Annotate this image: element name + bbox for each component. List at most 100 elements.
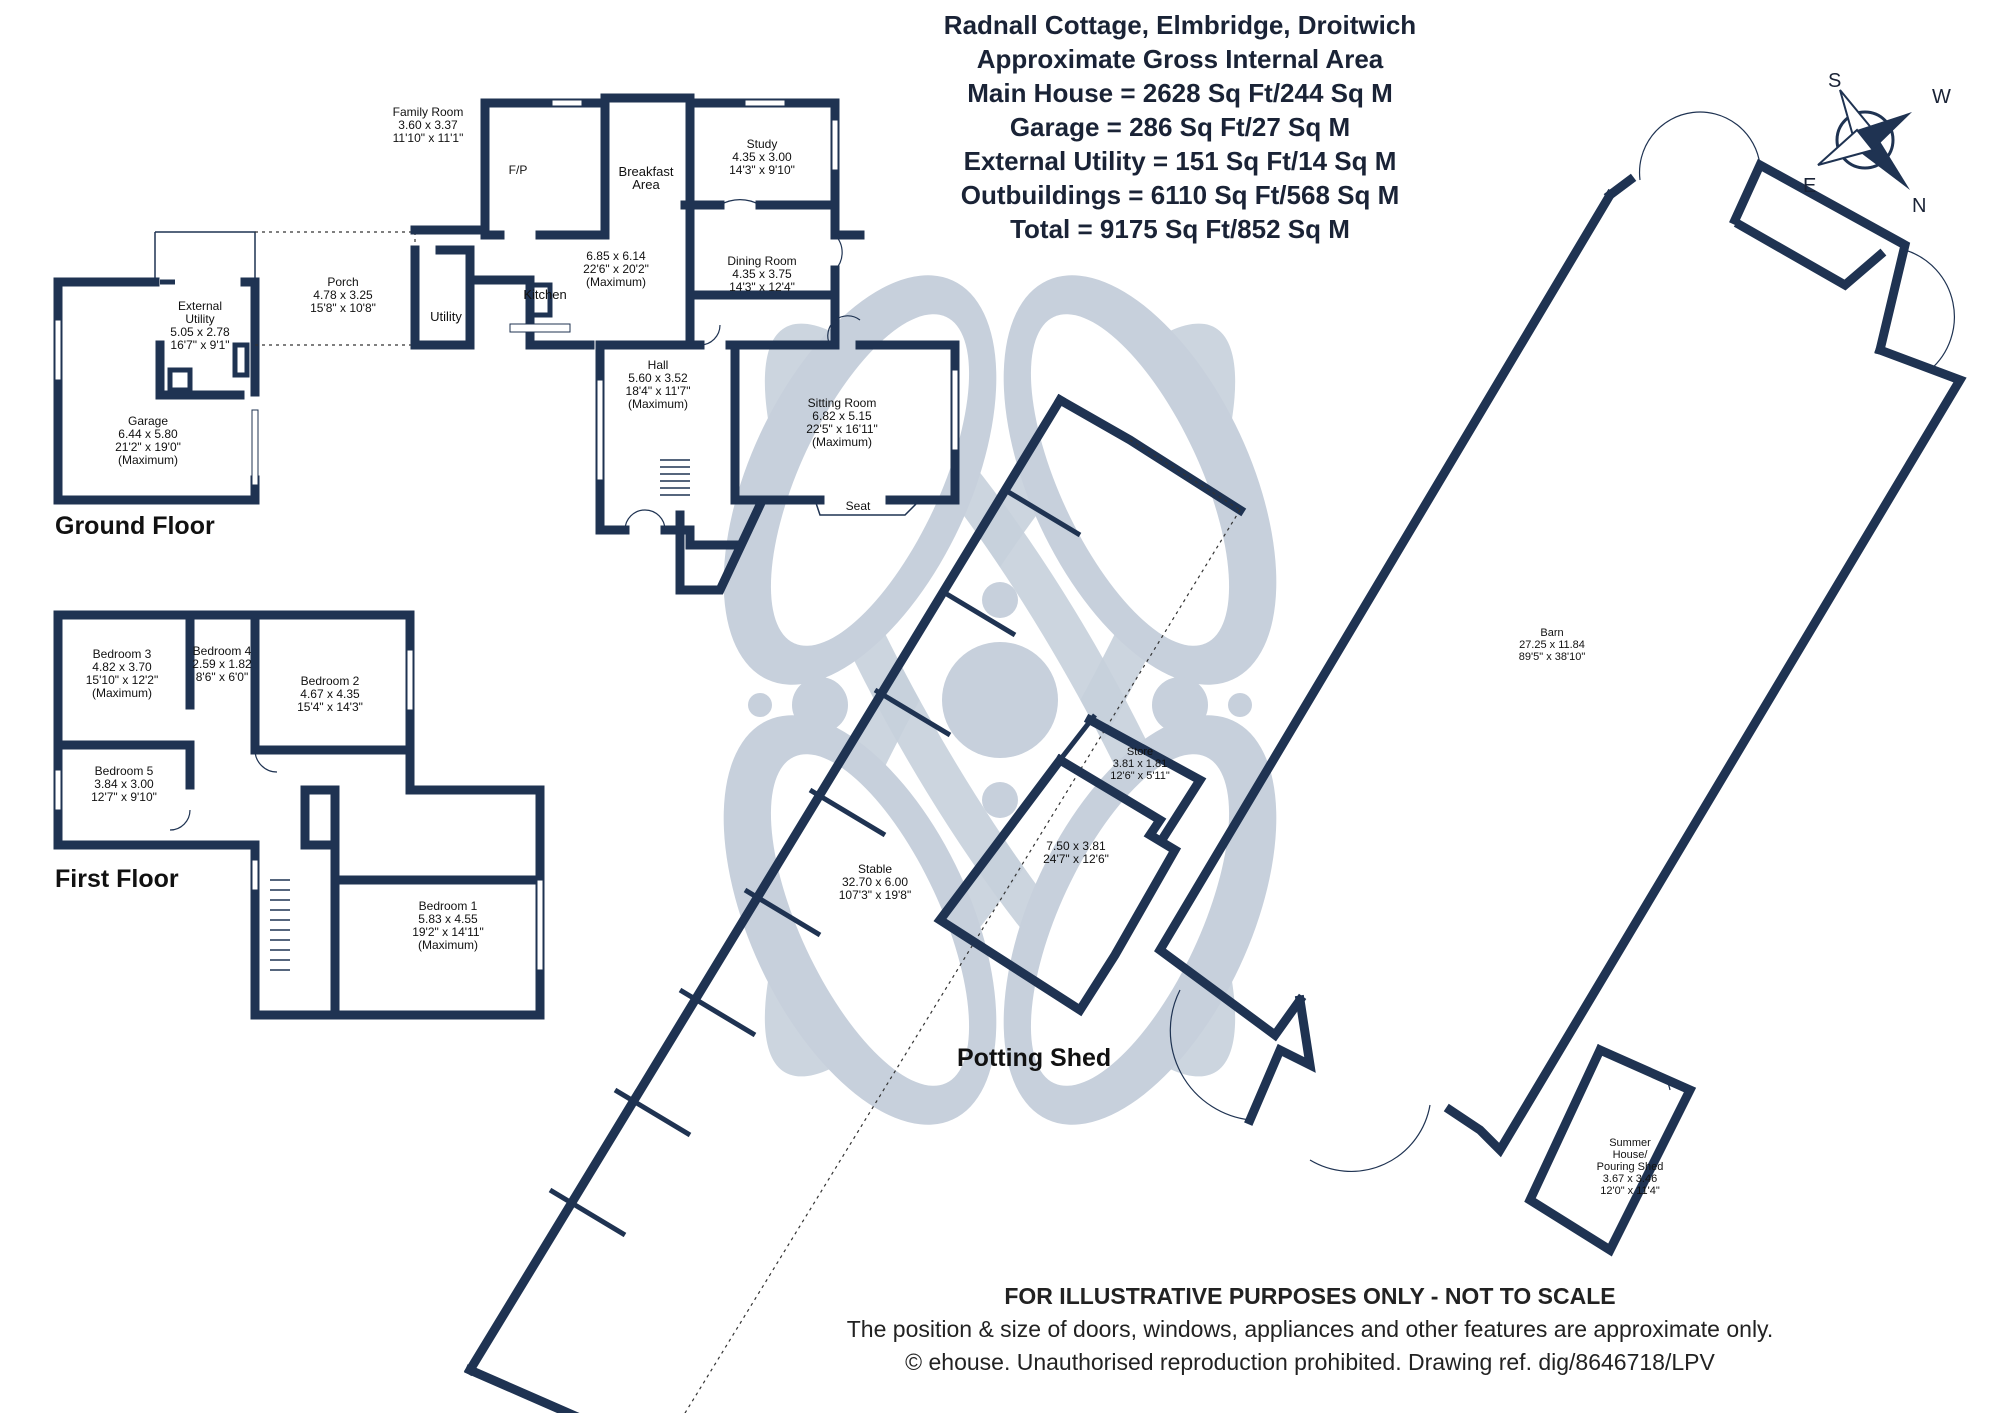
room-bedroom-2: Bedroom 2 4.67 x 4.35 15'4" x 14'3"	[297, 675, 363, 714]
room-name: Bedroom 4	[192, 644, 252, 658]
room-imperial: 24'7" x 12'6"	[1043, 852, 1109, 866]
room-bedroom-5: Bedroom 5 3.84 x 3.00 12'7" x 9'10"	[91, 765, 157, 804]
room-metric: 6.82 x 5.15	[812, 409, 872, 423]
compass-s: S	[1828, 70, 1842, 92]
room-name: Study	[746, 137, 778, 151]
disclaimer: FOR ILLUSTRATIVE PURPOSES ONLY - NOT TO …	[1004, 1283, 1616, 1309]
sitting-room-seat: Seat	[845, 499, 871, 513]
footer: FOR ILLUSTRATIVE PURPOSES ONLY - NOT TO …	[847, 1280, 1773, 1379]
area-subtitle: Approximate Gross Internal Area	[976, 44, 1384, 74]
room-imperial: 8'6" x 6'0"	[195, 670, 249, 684]
room-imperial: 11'10" x 11'1"	[392, 131, 464, 145]
potting-shed-title: Potting Shed	[957, 1044, 1112, 1072]
room-metric: 3.84 x 3.00	[94, 777, 154, 791]
room-name: Sitting Room	[807, 396, 877, 410]
room-metric: 4.35 x 3.00	[732, 150, 792, 164]
room-imperial: 15'10" x 12'2"	[85, 673, 159, 687]
room-imperial: 22'6" x 20'2"	[583, 262, 649, 276]
compass-e: E	[1803, 175, 1817, 197]
room-bedroom-4: Bedroom 4 2.59 x 1.82 8'6" x 6'0"	[192, 645, 251, 684]
fireplace-label: F/P	[508, 163, 528, 177]
room-metric: 5.05 x 2.78	[170, 325, 230, 339]
area-total: Total = 9175 Sq Ft/852 Sq M	[1010, 214, 1350, 244]
compass-w: W	[1932, 86, 1951, 108]
room-dining-room: Dining Room 4.35 x 3.75 14'3" x 12'4"	[727, 255, 796, 294]
room-imperial: 12'6" x 5'11"	[1110, 770, 1170, 782]
room-potting-shed: 7.50 x 3.81 24'7" x 12'6"	[1043, 840, 1109, 866]
room-name: Bedroom 1	[418, 899, 478, 913]
room-metric: 3.67 x 3.46	[1602, 1173, 1658, 1185]
room-name-3: Pouring Shed	[1596, 1161, 1664, 1173]
room-metric: 6.44 x 5.80	[118, 427, 178, 441]
room-utility: Utility	[430, 309, 462, 324]
room-metric: 5.83 x 4.55	[418, 912, 478, 926]
room-name-2: Area	[632, 177, 660, 192]
ground-floor-title: Ground Floor	[55, 512, 215, 540]
room-metric: 5.60 x 3.52	[628, 371, 688, 385]
room-imperial: 21'2" x 19'0"	[115, 440, 181, 454]
room-imperial: 14'3" x 12'4"	[729, 280, 795, 294]
room-porch: Porch 4.78 x 3.25 15'8" x 10'8"	[310, 276, 376, 315]
room-metric: 6.85 x 6.14	[586, 249, 646, 263]
area-outbuildings: Outbuildings = 6110 Sq Ft/568 Sq M	[960, 180, 1400, 210]
room-family-room: Family Room 3.60 x 3.37 11'10" x 11'1"	[393, 106, 464, 145]
room-name: External	[177, 299, 223, 313]
room-metric: 7.50 x 3.81	[1046, 839, 1106, 853]
room-imperial: 14'3" x 9'10"	[729, 163, 795, 177]
room-name: Store	[1126, 746, 1154, 758]
copyright: © ehouse. Unauthorised reproduction proh…	[905, 1349, 1715, 1375]
room-name: Stable	[857, 862, 893, 876]
compass-icon	[1817, 89, 1912, 190]
room-stable: Stable 32.70 x 6.00 107'3" x 19'8"	[839, 863, 912, 902]
room-name: Breakfast	[618, 164, 674, 179]
room-hall: Hall 5.60 x 3.52 18'4" x 11'7" (Maximum)	[626, 359, 691, 411]
ground-floor-plan	[53, 93, 960, 595]
room-study: Study 4.35 x 3.00 14'3" x 9'10"	[729, 138, 795, 177]
room-name-2: Utility	[185, 312, 215, 326]
room-imperial: 107'3" x 19'8"	[838, 888, 912, 902]
room-note: (Maximum)	[92, 686, 152, 700]
room-note: (Maximum)	[417, 938, 478, 952]
room-metric: 32.70 x 6.00	[841, 875, 909, 889]
room-barn: Barn 27.25 x 11.84 89'5" x 38'10"	[1519, 627, 1585, 663]
room-kitchen-dims: 6.85 x 6.14 22'6" x 20'2" (Maximum)	[583, 250, 649, 289]
area-main-house: Main House = 2628 Sq Ft/244 Sq M	[967, 78, 1393, 108]
room-summer-house: Summer House/ Pouring Shed 3.67 x 3.46 1…	[1597, 1137, 1664, 1197]
room-name: Bedroom 5	[94, 764, 154, 778]
property-title: Radnall Cottage, Elmbridge, Droitwich	[943, 10, 1417, 40]
room-imperial: 16'7" x 9'1"	[170, 338, 230, 352]
room-metric: 4.35 x 3.75	[732, 267, 792, 281]
room-imperial: 89'5" x 38'10"	[1518, 651, 1586, 663]
room-imperial: 22'5" x 16'11"	[806, 422, 878, 436]
room-breakfast-area: Breakfast Area	[619, 165, 674, 191]
room-name: Porch	[327, 275, 359, 289]
room-name: Barn	[1540, 627, 1564, 639]
first-floor-plan	[53, 610, 545, 1020]
room-note: (Maximum)	[811, 435, 872, 449]
room-imperial: 15'8" x 10'8"	[310, 301, 376, 315]
stable-plan	[463, 393, 1247, 1413]
room-external-utility: External Utility 5.05 x 2.78 16'7" x 9'1…	[170, 300, 229, 352]
room-name-2: House/	[1612, 1149, 1648, 1161]
area-summary: Radnall Cottage, Elmbridge, Droitwich Ap…	[944, 8, 1416, 246]
summer-house-plan	[1524, 1044, 1697, 1257]
room-bedroom-1: Bedroom 1 5.83 x 4.55 19'2" x 14'11" (Ma…	[412, 900, 484, 952]
room-name: Family Room	[392, 105, 464, 119]
room-sitting-room: Sitting Room 6.82 x 5.15 22'5" x 16'11" …	[806, 397, 878, 449]
area-garage: Garage = 286 Sq Ft/27 Sq M	[1009, 112, 1351, 142]
room-note: (Maximum)	[118, 453, 178, 467]
room-imperial: 18'4" x 11'7"	[625, 384, 691, 398]
room-name: Hall	[647, 358, 669, 372]
room-kitchen: Kitchen	[523, 287, 567, 302]
watermark-logo	[723, 275, 1277, 1125]
compass-n: N	[1912, 195, 1927, 217]
room-name: Dining Room	[727, 254, 797, 268]
room-metric: 4.82 x 3.70	[92, 660, 152, 674]
room-garage: Garage 6.44 x 5.80 21'2" x 19'0" (Maximu…	[115, 415, 181, 467]
room-note: (Maximum)	[627, 397, 688, 411]
room-imperial: 19'2" x 14'11"	[412, 925, 484, 939]
room-metric: 27.25 x 11.84	[1519, 639, 1585, 651]
room-name: Bedroom 3	[92, 647, 152, 661]
potting-shed-plan	[933, 713, 1207, 1017]
room-name: Bedroom 2	[300, 674, 360, 688]
